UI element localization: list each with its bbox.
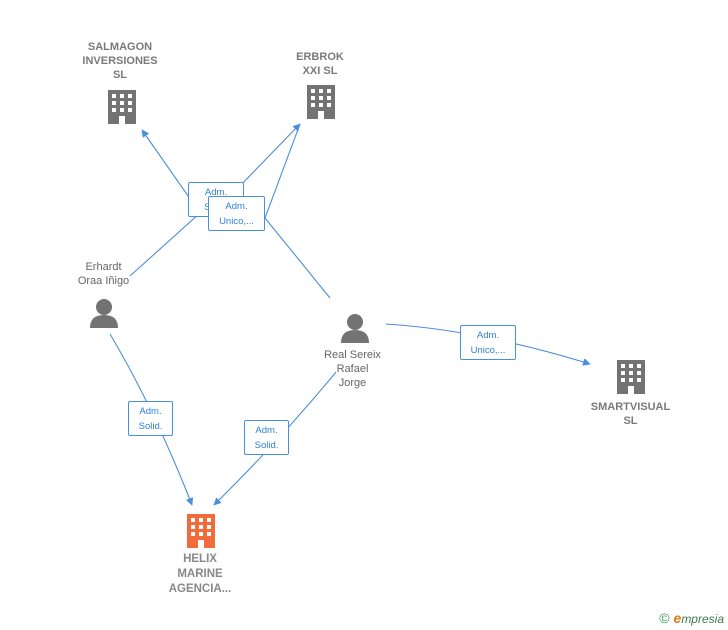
brand-footer: ©empresia: [659, 610, 724, 626]
building-icon-erbrok[interactable]: [307, 85, 335, 119]
company-label-salmagon[interactable]: SALMAGON INVERSIONES SL: [82, 41, 158, 81]
company-label-erbrok[interactable]: ERBROK XXI SL: [296, 51, 344, 77]
building-icon-helix[interactable]: [187, 514, 215, 548]
person-icon-erhardt[interactable]: [90, 299, 118, 328]
company-label-helix[interactable]: HELIX MARINE AGENCIA...: [168, 553, 232, 595]
person-icon-real[interactable]: [341, 314, 369, 343]
edge-label-real-erbrok[interactable]: Adm. Unico,...: [208, 196, 265, 231]
empresia-logo: empresia: [673, 610, 724, 626]
edge-real-erbrok: [264, 123, 331, 299]
edge-label-real-helix[interactable]: Adm. Solid.: [244, 420, 289, 455]
building-icon-smartvisual[interactable]: [617, 360, 645, 394]
company-label-smartvisual[interactable]: SMARTVISUAL SL: [590, 401, 671, 427]
copyright-icon: ©: [659, 610, 670, 626]
edge-label-erhardt-helix[interactable]: Adm. Solid.: [128, 401, 173, 436]
edge-label-real-smartvisual[interactable]: Adm. Unico,...: [460, 325, 516, 360]
building-icon-salmagon[interactable]: [108, 90, 136, 124]
edge-real-erbrok-tail: [235, 123, 301, 191]
person-label-erhardt[interactable]: Erhardt Oraa Iñigo: [77, 261, 130, 287]
person-label-real[interactable]: Real Sereix Rafael Jorge: [324, 349, 381, 389]
